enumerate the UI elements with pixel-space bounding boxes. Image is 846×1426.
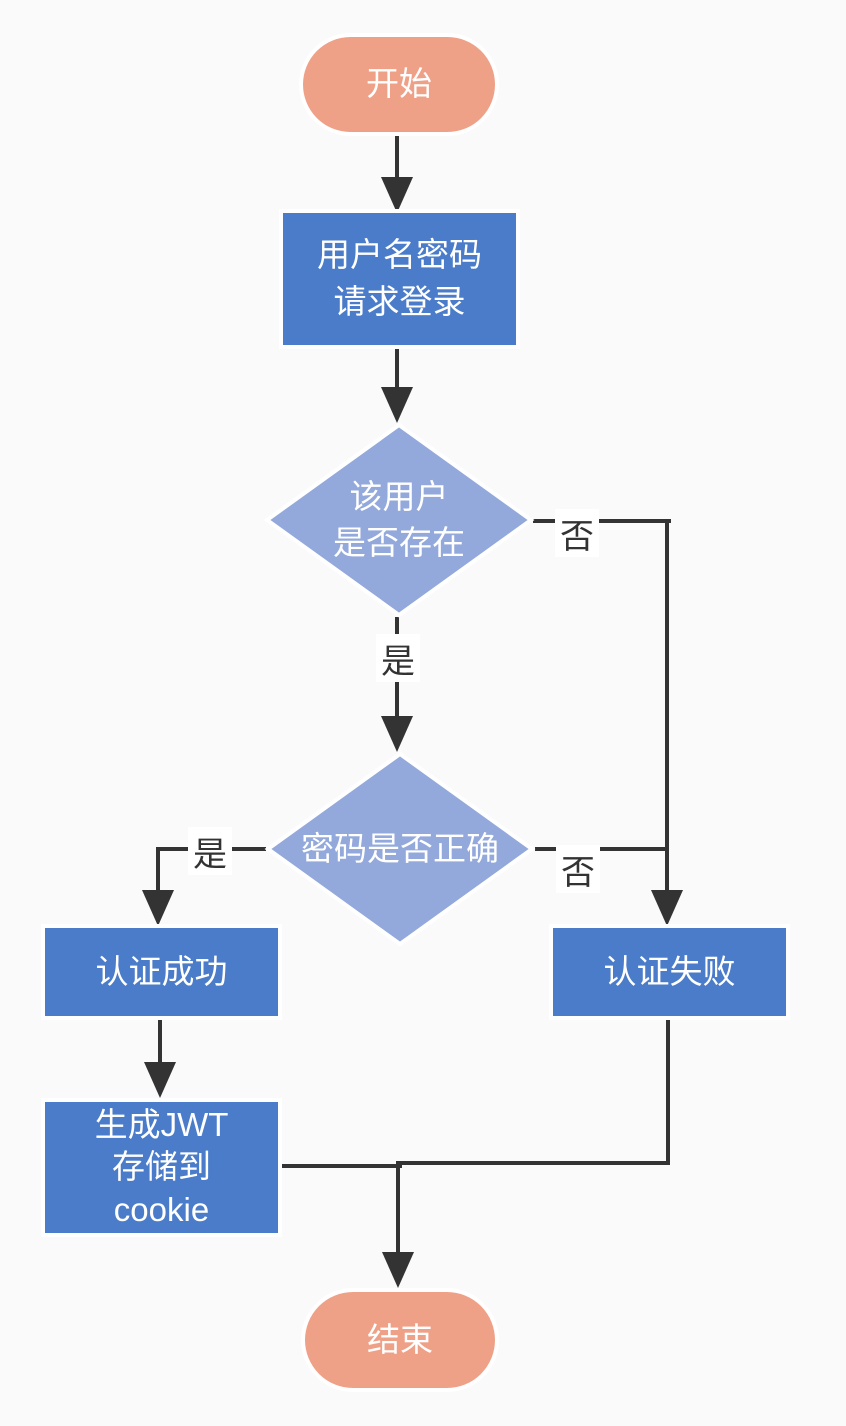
node-end-label: 结束 <box>367 1320 433 1358</box>
connector-auth-failed-down <box>666 1018 670 1165</box>
connector-password-yes-vertical <box>156 847 160 892</box>
connector-auth-failed-to-merge <box>398 1161 668 1165</box>
diamond-shape <box>263 422 535 618</box>
connector-password-no-horizontal <box>535 847 667 851</box>
node-login-request-line1: 用户名密码 <box>317 236 482 274</box>
node-generate-jwt: 生成JWT 存储到 cookie <box>41 1098 282 1237</box>
connector-right-branch-vertical <box>665 519 669 894</box>
arrowhead-into-login <box>381 177 413 213</box>
node-user-exists-line1: 该用户 <box>349 477 449 515</box>
node-user-exists-line2: 是否存在 <box>333 524 465 561</box>
connector-auth-success-to-jwt <box>158 1018 162 1066</box>
arrowhead-into-jwt <box>144 1062 176 1098</box>
node-login-request: 用户名密码 请求登录 <box>279 209 520 349</box>
node-user-exists-label: 该用户 是否存在 <box>263 421 535 619</box>
node-generate-jwt-line2: 存储到 <box>112 1148 211 1186</box>
edge-label-user-exists-no: 否 <box>555 509 599 557</box>
arrowhead-into-user-exists <box>381 387 413 423</box>
diamond-shape <box>264 751 536 947</box>
connector-user-exists-no-horizontal <box>533 519 671 523</box>
edge-label-user-exists-yes: 是 <box>376 634 420 682</box>
node-auth-success-label: 认证成功 <box>95 952 228 990</box>
arrowhead-into-end <box>382 1252 414 1288</box>
arrowhead-into-password-correct <box>381 716 413 752</box>
node-password-correct-label: 密码是否正确 <box>264 750 536 948</box>
node-login-request-line2: 请求登录 <box>333 283 466 320</box>
edge-label-password-yes: 是 <box>188 827 232 875</box>
node-password-correct-decision: 密码是否正确 <box>264 750 536 948</box>
arrowhead-into-auth-failed <box>651 890 683 926</box>
node-generate-jwt-line3: cookie <box>113 1190 210 1228</box>
node-password-correct-line1: 密码是否正确 <box>301 829 499 867</box>
node-auth-failed: 认证失败 <box>549 924 790 1020</box>
arrowhead-into-auth-success <box>142 890 174 926</box>
node-start: 开始 <box>299 33 499 136</box>
node-start-label: 开始 <box>366 65 432 103</box>
node-generate-jwt-line1: 生成JWT <box>94 1106 229 1144</box>
edge-label-password-no: 否 <box>556 845 600 893</box>
connector-login-to-user-exists <box>395 347 399 391</box>
node-user-exists-decision: 该用户 是否存在 <box>263 421 535 619</box>
connector-start-to-login <box>395 131 399 181</box>
node-auth-failed-label: 认证失败 <box>603 952 736 990</box>
node-end: 结束 <box>301 1288 499 1392</box>
connector-jwt-to-merge <box>280 1164 402 1168</box>
connector-merge-to-end <box>396 1161 400 1258</box>
node-auth-success: 认证成功 <box>41 924 282 1020</box>
